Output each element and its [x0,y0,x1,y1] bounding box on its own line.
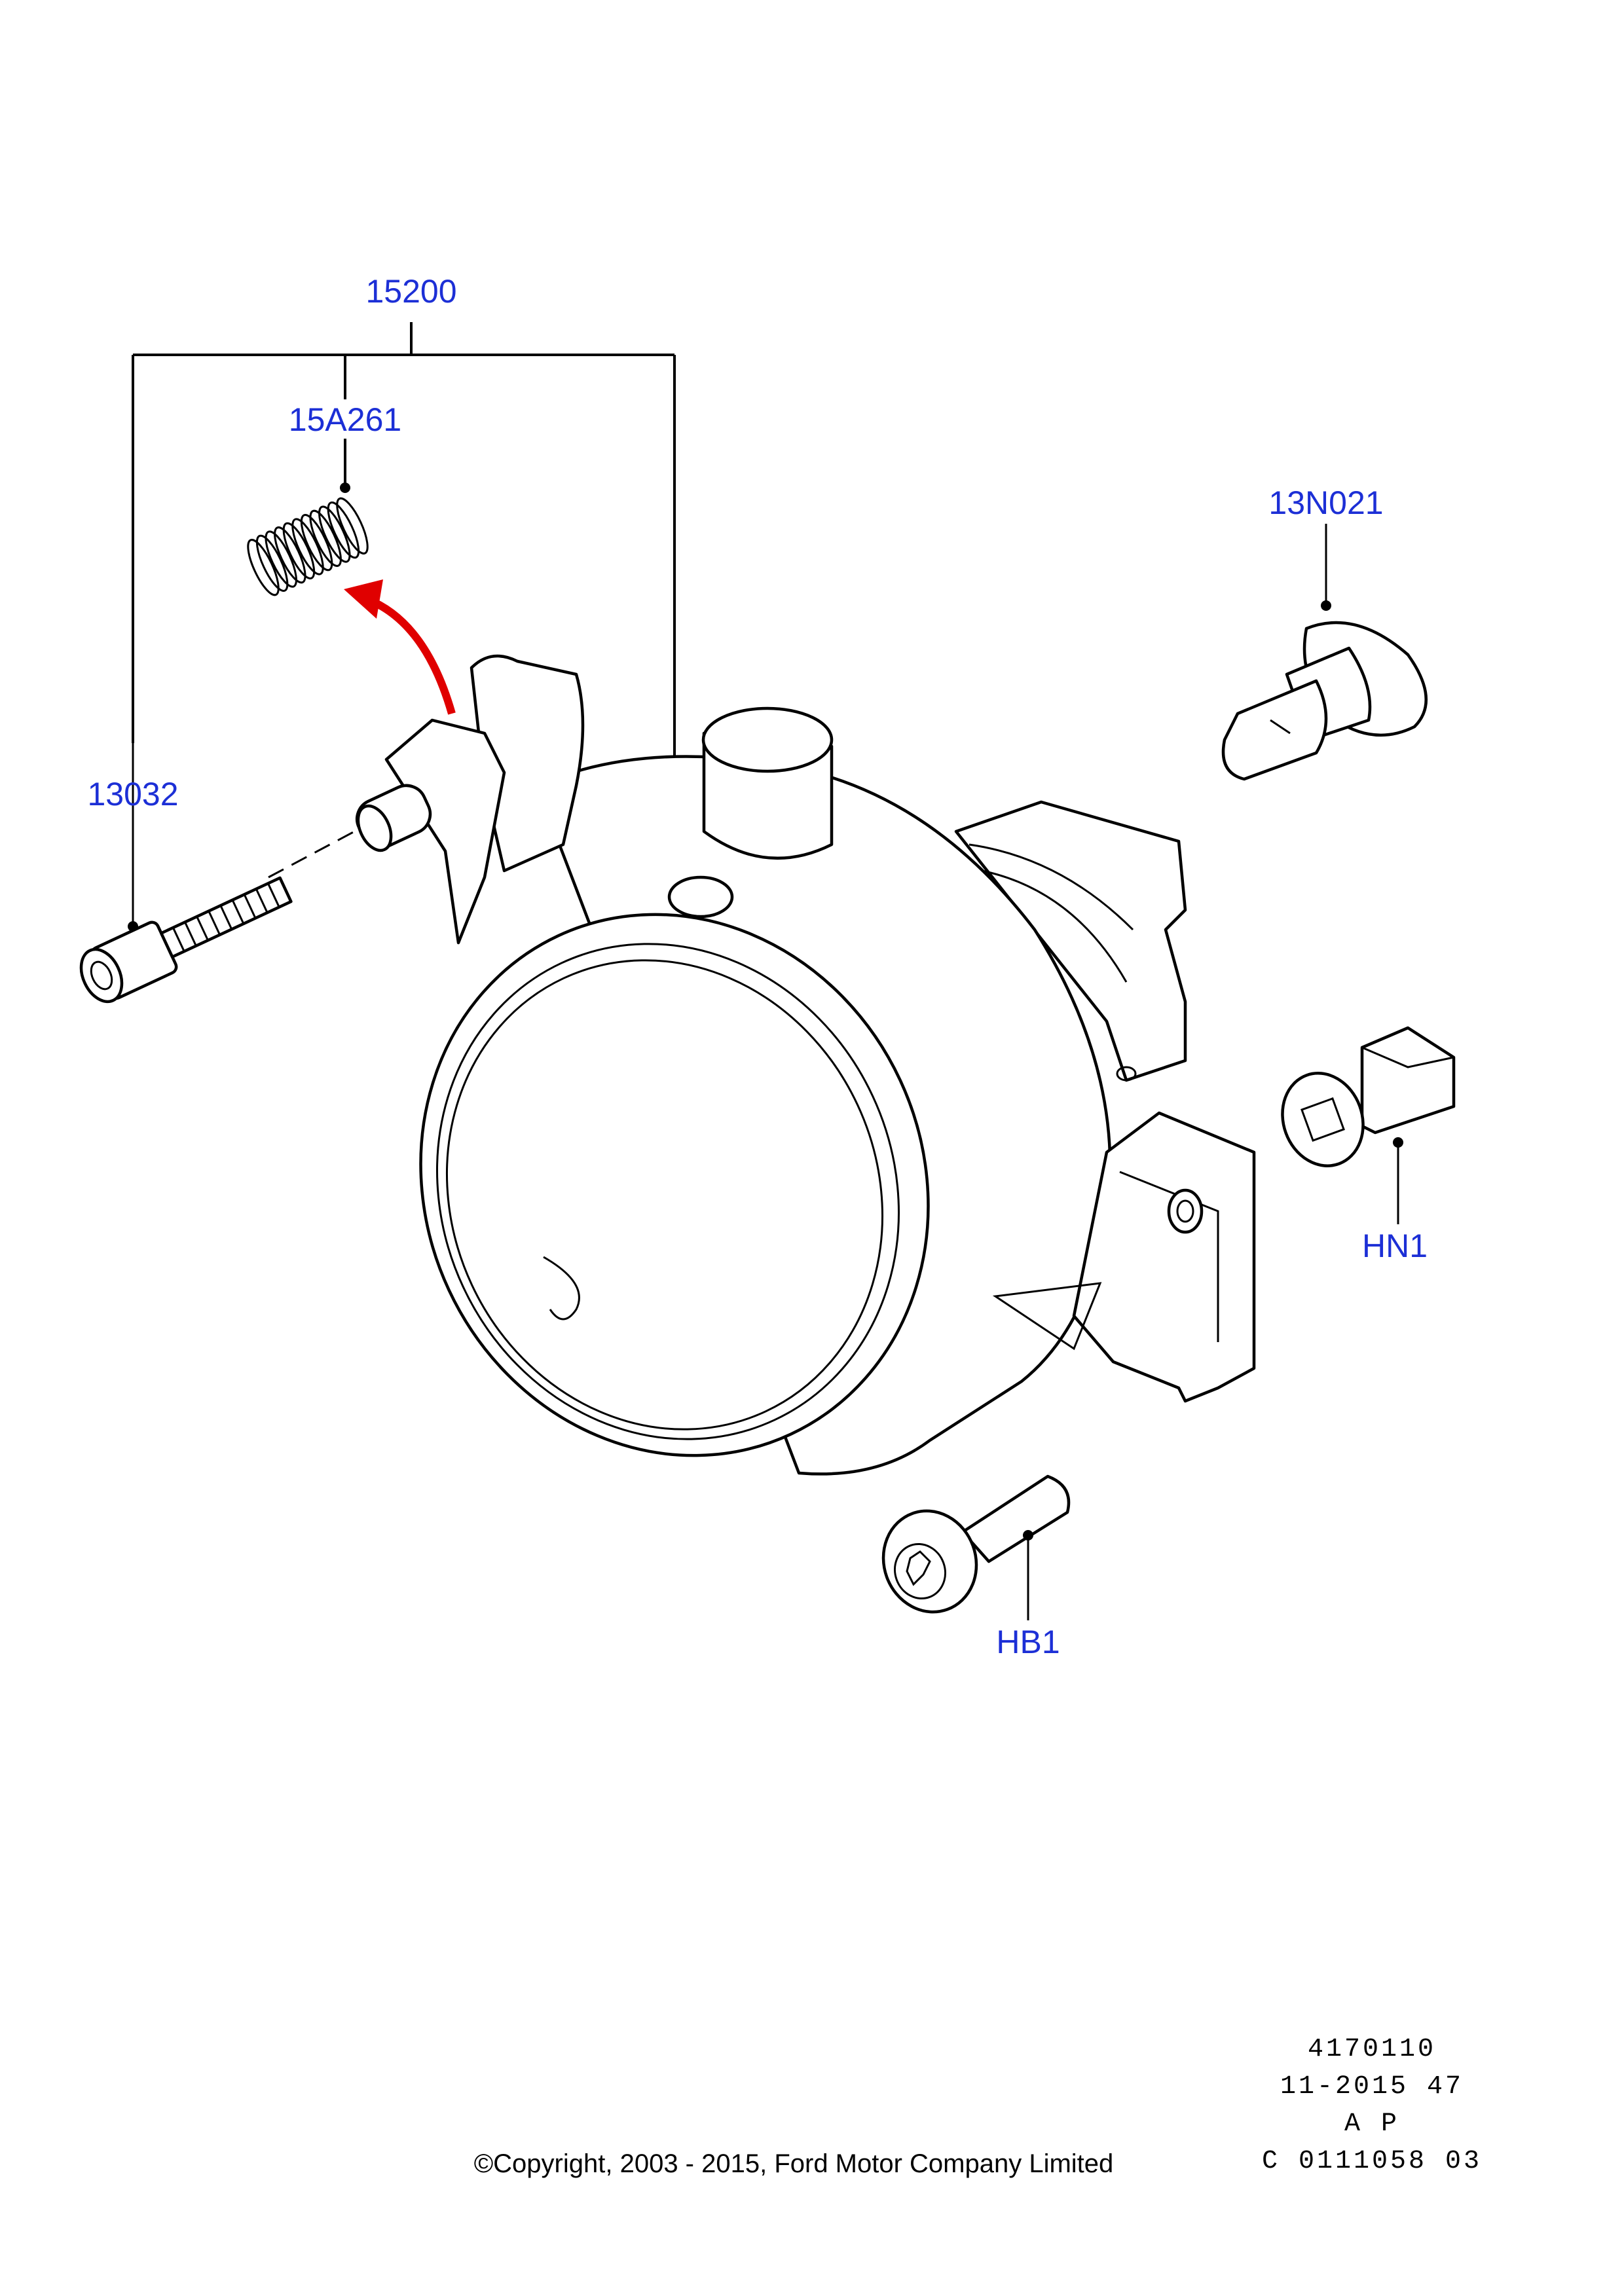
meta-line-1: 4170110 [1308,2035,1436,2064]
label-HB1: HB1 [996,1624,1060,1660]
label-13N021: 13N021 [1268,484,1383,521]
meta-line-2: 11-2015 47 [1280,2072,1464,2102]
label-13032: 13032 [87,776,178,812]
label-HN1: HN1 [1362,1228,1428,1264]
install-arrow [344,579,456,715]
assembly-bracket [132,322,680,771]
label-15A261: 15A261 [289,401,401,438]
label-15200: 15200 [365,273,456,310]
connector-part [1281,1026,1456,1224]
screw-part [79,743,367,1004]
bulb-part [1221,524,1428,781]
spring-part [247,497,369,596]
meta-line-4: C 0111058 03 [1262,2147,1482,2176]
meta-line-3: A P [1344,2109,1399,2139]
fog-lamp-housing [355,654,1256,1476]
bolt-part [881,1474,1071,1620]
copyright-notice: ©Copyright, 2003 - 2015, Ford Motor Comp… [474,2149,1114,2178]
